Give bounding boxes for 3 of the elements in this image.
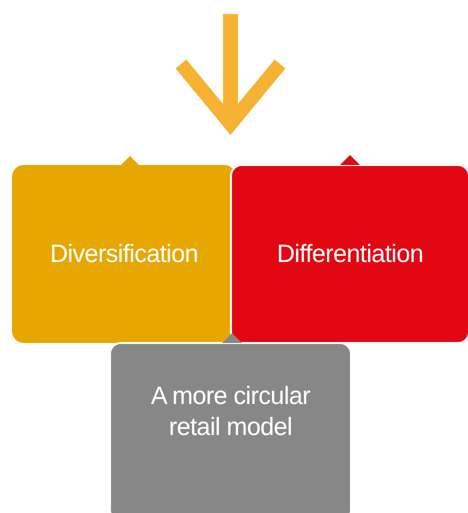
box-label: Differentiation [276, 238, 424, 270]
box-label: Diversification [50, 238, 198, 270]
box-label: A more circular retail model [150, 381, 312, 443]
